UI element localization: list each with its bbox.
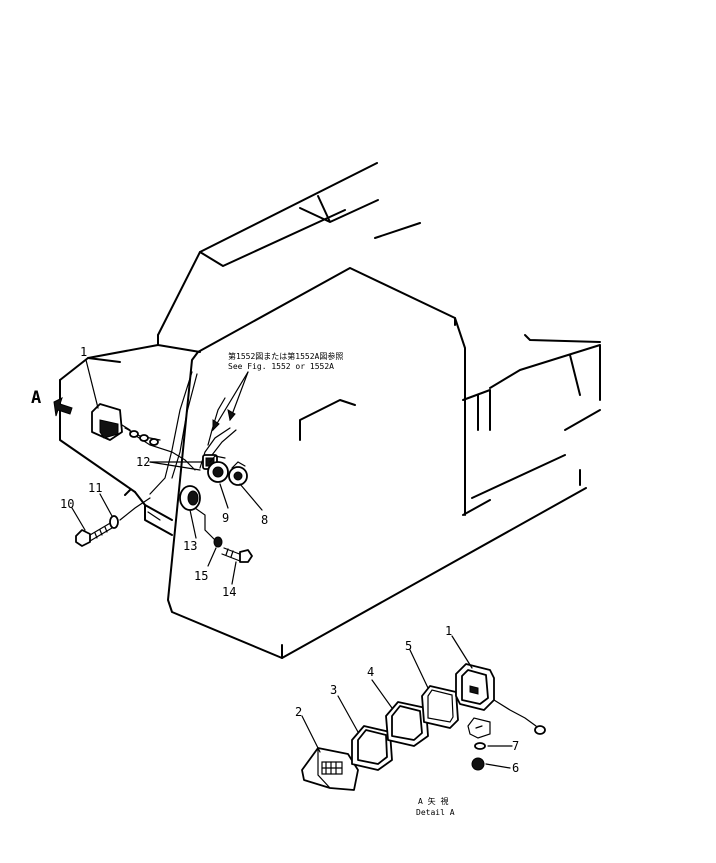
gasket-5 [421, 685, 459, 729]
reference-note-en: See Fig. 1552 or 1552A [228, 362, 334, 371]
detail-title-jp: A 矢 視 [418, 796, 448, 806]
callout-8: 8 [261, 513, 268, 527]
callout-leaders [71, 359, 263, 585]
work-lamp-installed [91, 403, 159, 446]
callout-5: 5 [405, 639, 412, 653]
callout-12: 12 [136, 455, 150, 469]
lamp-housing-1 [455, 663, 546, 735]
callout-9: 9 [222, 511, 229, 525]
gasket-3 [351, 725, 393, 771]
machine-body [59, 162, 601, 659]
detail-title-en: Detail A [416, 808, 455, 817]
wire-harness [119, 371, 237, 541]
callout-7: 7 [512, 739, 519, 753]
switch-13 [179, 485, 201, 511]
washer-15 [213, 536, 223, 548]
reference-leader-2 [229, 371, 249, 421]
gasket-4 [385, 701, 429, 747]
bolt-14 [221, 547, 253, 563]
nut-6 [471, 757, 485, 771]
callout-1: 1 [80, 345, 87, 359]
grommet-9 [207, 455, 229, 483]
callout-3: 3 [330, 683, 337, 697]
reference-arrowhead-1 [212, 419, 220, 432]
view-arrow-a [53, 397, 73, 417]
callout-1-detail: 1 [445, 624, 452, 638]
callout-11: 11 [88, 481, 102, 495]
callout-4: 4 [367, 665, 374, 679]
reference-arrowhead-2 [227, 409, 236, 422]
callout-13: 13 [183, 539, 197, 553]
view-arrow-label: A [31, 388, 41, 408]
callout-6: 6 [512, 761, 519, 775]
callout-2: 2 [295, 705, 302, 719]
detail-a [301, 635, 546, 791]
callout-14: 14 [222, 585, 236, 599]
mount-bracket [467, 717, 491, 739]
plug-8 [228, 461, 248, 486]
lamp-lens-2 [301, 747, 359, 791]
washer-7 [474, 742, 486, 750]
callout-15: 15 [194, 569, 208, 583]
bolt-10 [75, 521, 113, 547]
reference-note-jp: 第1552図または第1552A図参照 [228, 351, 343, 361]
callout-10: 10 [60, 497, 74, 511]
reference-leader-1 [212, 371, 249, 431]
washer-11 [109, 515, 119, 529]
